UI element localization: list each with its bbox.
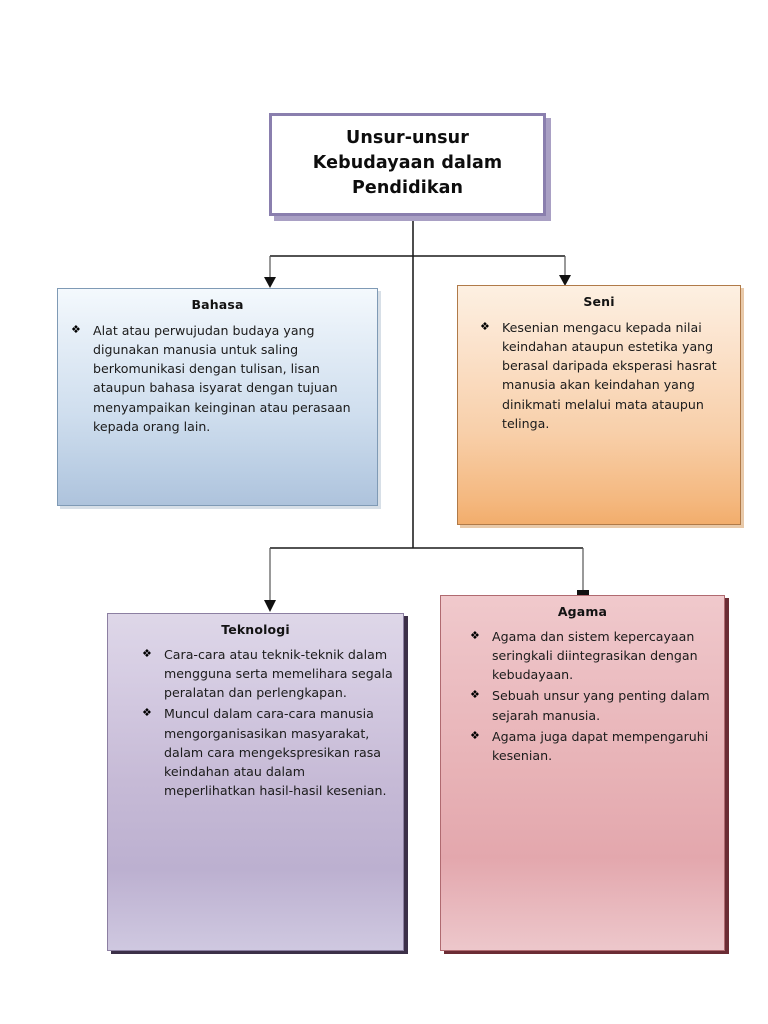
page-title: Unsur-unsur Kebudayaan dalam Pendidikan: [272, 126, 543, 201]
node-agama-list: ❖ Agama dan sistem kepercayaan seringkal…: [441, 619, 724, 765]
diamond-bullet-icon: ❖: [142, 706, 152, 720]
page-title-line-2: Kebudayaan dalam: [312, 152, 503, 173]
node-bahasa: Bahasa ❖ Alat atau perwujudan budaya yan…: [57, 288, 378, 506]
diagram-title-box: Unsur-unsur Kebudayaan dalam Pendidikan: [269, 113, 546, 216]
list-item: ❖ Kesenian mengacu kepada nilai keindaha…: [480, 318, 726, 433]
diamond-bullet-icon: ❖: [71, 323, 81, 336]
list-item: ❖ Agama juga dapat mempengaruhi kesenian…: [470, 727, 714, 765]
node-bahasa-title: Bahasa: [191, 297, 244, 312]
node-teknologi: Teknologi ❖ Cara-cara atau teknik-teknik…: [107, 613, 404, 951]
list-item: ❖ Muncul dalam cara-cara manusia mengorg…: [142, 704, 393, 800]
list-item-text: Cara-cara atau teknik-teknik dalam mengg…: [164, 647, 393, 701]
list-item-text: Agama dan sistem kepercayaan seringkali …: [492, 629, 698, 683]
page-title-line-3: Pendidikan: [351, 177, 464, 198]
node-agama-title: Agama: [557, 604, 608, 619]
list-item: ❖ Agama dan sistem kepercayaan seringkal…: [470, 627, 714, 684]
node-teknologi-list: ❖ Cara-cara atau teknik-teknik dalam men…: [108, 637, 403, 800]
node-seni: Seni ❖ Kesenian mengacu kepada nilai kei…: [457, 285, 741, 525]
page-title-line-1: Unsur-unsur: [346, 128, 469, 148]
node-agama: Agama ❖ Agama dan sistem kepercayaan ser…: [440, 595, 725, 951]
node-seni-list: ❖ Kesenian mengacu kepada nilai keindaha…: [458, 309, 740, 433]
connector-arrow-teknologi: [264, 600, 276, 612]
list-item-text: Sebuah unsur yang penting dalam sejarah …: [492, 688, 710, 723]
diamond-bullet-icon: ❖: [142, 647, 152, 660]
list-item-text: Agama juga dapat mempengaruhi kesenian.: [492, 728, 709, 763]
diamond-bullet-icon: ❖: [470, 629, 480, 642]
connector-arrow-bahasa: [264, 277, 276, 288]
diamond-bullet-icon: ❖: [480, 320, 490, 333]
node-seni-title: Seni: [583, 294, 615, 309]
list-item: ❖ Alat atau perwujudan budaya yang digun…: [71, 321, 361, 436]
diamond-bullet-icon: ❖: [470, 688, 480, 702]
diamond-bullet-icon: ❖: [470, 728, 480, 742]
list-item-text: Muncul dalam cara-cara manusia mengorgan…: [164, 706, 387, 798]
list-item: ❖ Cara-cara atau teknik-teknik dalam men…: [142, 645, 393, 702]
node-teknologi-title: Teknologi: [221, 622, 290, 637]
list-item-text: Alat atau perwujudan budaya yang digunak…: [93, 323, 351, 434]
list-item: ❖ Sebuah unsur yang penting dalam sejara…: [470, 686, 714, 724]
node-bahasa-list: ❖ Alat atau perwujudan budaya yang digun…: [58, 312, 377, 436]
list-item-text: Kesenian mengacu kepada nilai keindahan …: [502, 320, 717, 431]
